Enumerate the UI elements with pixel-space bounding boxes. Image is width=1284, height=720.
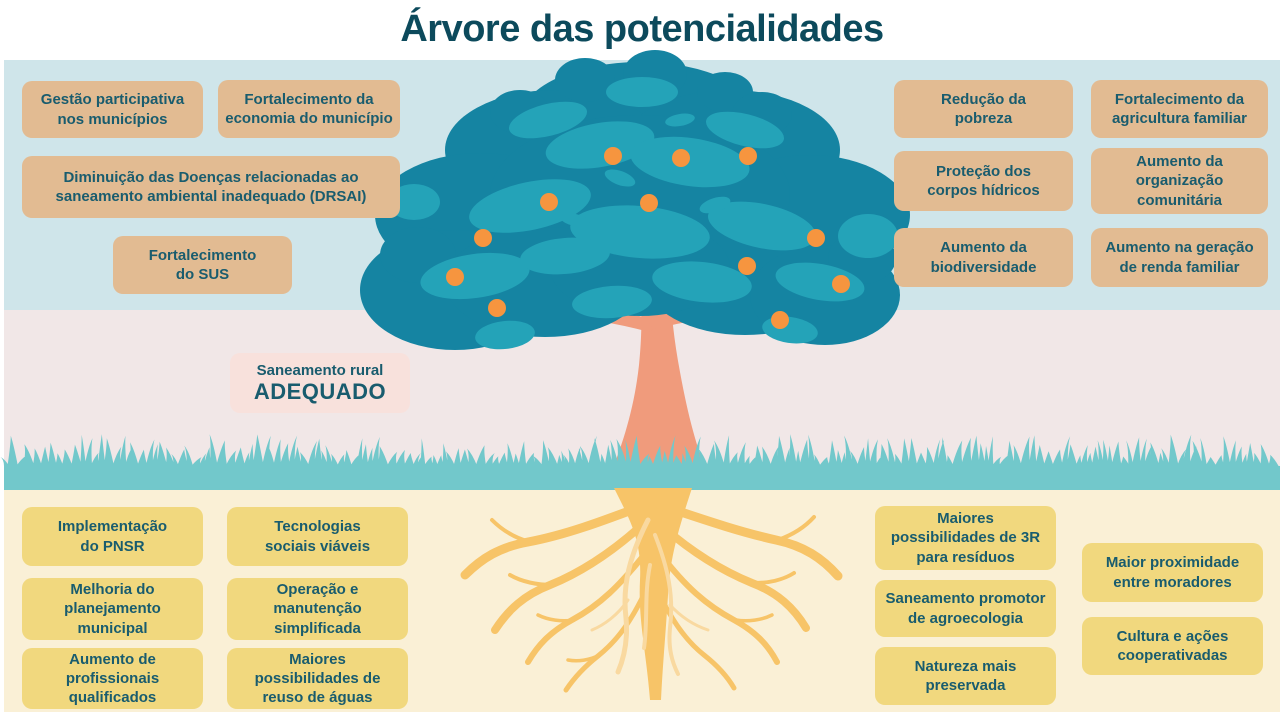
page-title: Árvore das potencialidades [400, 7, 884, 50]
foundation-box-reuso-aguas: Maiores possibilidades de reuso de águas [227, 648, 408, 709]
foundation-box-profissionais-qualificados: Aumento de profissionais qualificados [22, 648, 203, 709]
foundation-box-natureza-preservada: Natureza mais preservada [875, 647, 1056, 705]
central-label-line1: Saneamento rural [256, 361, 384, 379]
benefit-box-fortalecimento-sus: Fortalecimento do SUS [113, 236, 292, 294]
foundation-box-tecnologias-sociais: Tecnologias sociais viáveis [227, 507, 408, 566]
benefit-box-fortalecimento-economia: Fortalecimento da economia do município [218, 80, 400, 138]
benefit-box-reducao-pobreza: Redução da pobreza [894, 80, 1073, 138]
benefit-box-biodiversidade: Aumento da biodiversidade [894, 228, 1073, 287]
benefit-box-diminuicao-drsai: Diminuição das Doenças relacionadas ao s… [22, 156, 400, 218]
foundation-box-pnsr: Implementação do PNSR [22, 507, 203, 566]
benefit-box-renda-familiar: Aumento na geração de renda familiar [1091, 228, 1268, 287]
foundation-box-operacao-manutencao: Operação e manutenção simplificada [227, 578, 408, 640]
foundation-box-agroecologia: Saneamento promotor de agroecologia [875, 580, 1056, 637]
central-label-line2: ADEQUADO [253, 378, 387, 404]
benefit-box-corpos-hidricos: Proteção dos corpos hídricos [894, 151, 1073, 211]
foundation-box-cultura-cooperativada: Cultura e ações cooperativadas [1082, 617, 1263, 675]
central-label-box: Saneamento rural ADEQUADO [230, 353, 410, 413]
benefit-box-gestao-participativa: Gestão participativa nos municípios [22, 81, 203, 138]
foundation-box-3r-residuos: Maiores possibilidades de 3R para resídu… [875, 506, 1056, 570]
foundation-box-proximidade-moradores: Maior proximidade entre moradores [1082, 543, 1263, 602]
benefit-box-organizacao-comunitaria: Aumento da organização comunitária [1091, 148, 1268, 214]
middle-band [4, 310, 1280, 490]
foundation-box-planejamento-municipal: Melhoria do planejamento municipal [22, 578, 203, 640]
benefit-box-agricultura-familiar: Fortalecimento da agricultura familiar [1091, 80, 1268, 138]
